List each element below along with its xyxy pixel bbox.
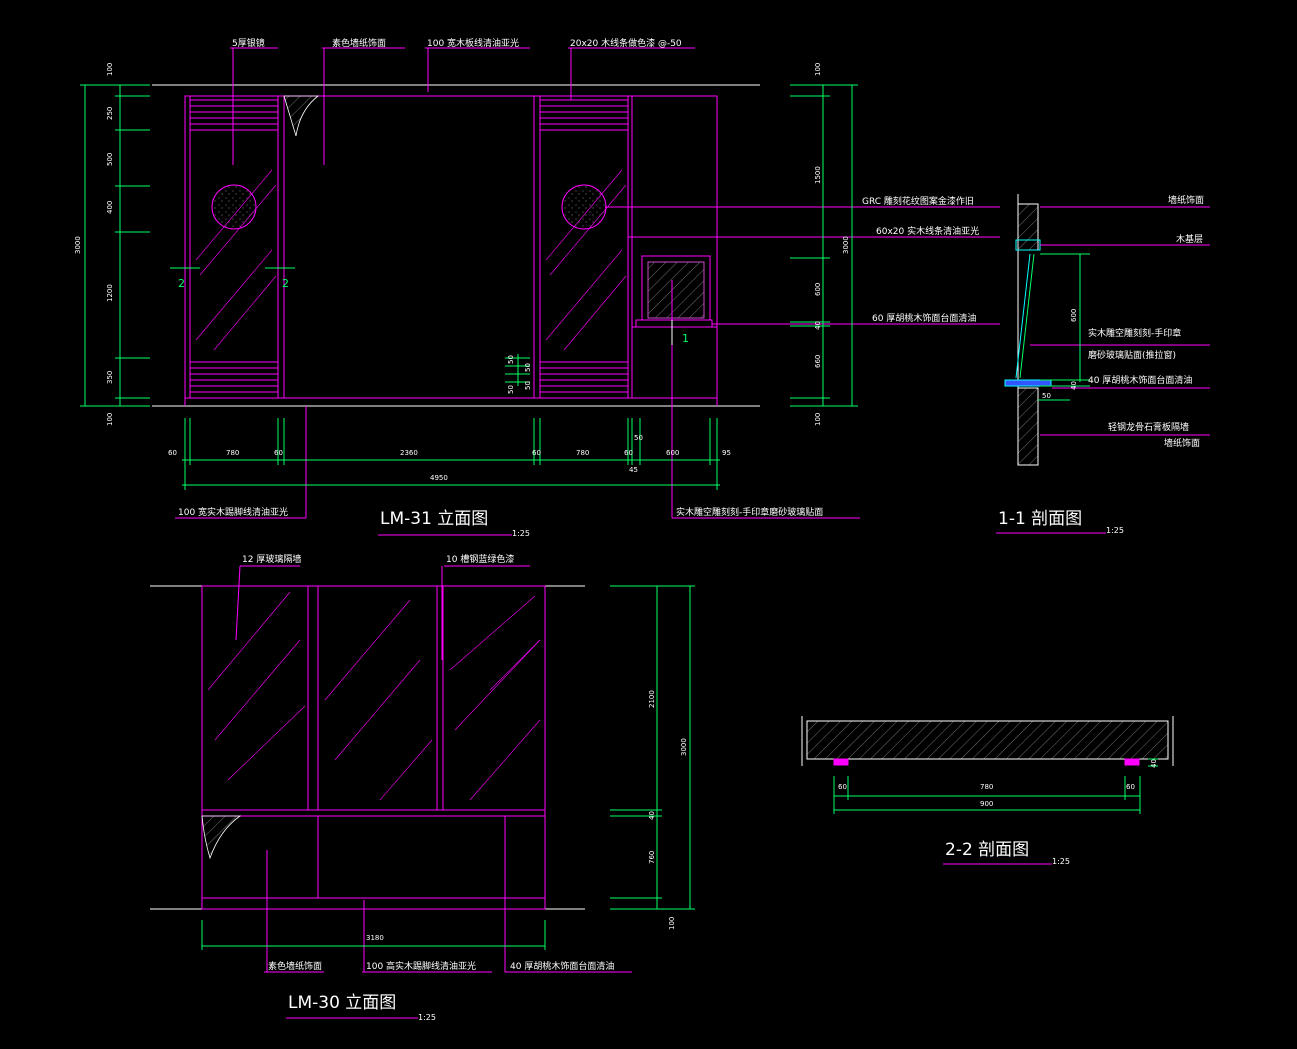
- section-mark-2-left: 2: [178, 277, 185, 290]
- s22-dim-60-right: 60: [1126, 783, 1135, 791]
- dim-bottom-45: 45: [629, 466, 638, 474]
- label-silver-mirror: 5厚银镜: [232, 37, 265, 49]
- dim-right-660: 660: [814, 355, 822, 368]
- lm31-title: LM-31 立面图: [380, 509, 488, 529]
- dim-small-50-d: 50: [524, 381, 532, 390]
- lm30-label-channel-steel: 10 槽钢蓝绿色漆: [446, 553, 514, 565]
- lm31-elevation: 5厚银镜 素色墙纸饰面 100 宽木板线清油亚光 20x20 木线条做色漆 @-…: [74, 37, 1000, 538]
- s22-scale: 1:25: [1052, 857, 1070, 866]
- lm30-dim-bottom-total: 3180: [366, 934, 384, 942]
- dim-left-250: 250: [106, 107, 114, 120]
- dim-right-1500: 1500: [814, 166, 822, 184]
- section-mark-2-right: 2: [282, 277, 289, 290]
- section-2-2: 60 780 60 900 40 2-2 剖面图 1:25: [801, 716, 1174, 866]
- dim-right-total: 3000: [842, 236, 850, 254]
- label-wood-line: 60x20 实木线条清油亚光: [876, 225, 979, 237]
- dim-left-total: 3000: [74, 236, 82, 254]
- dim-bottom-95: 95: [722, 449, 731, 457]
- s11-label-walnut: 40 厚胡桃木饰面台面清油: [1088, 374, 1192, 386]
- dim-left-1200: 1200: [106, 284, 114, 302]
- dim-bottom-60-d: 60: [624, 449, 633, 457]
- dim-left-500: 500: [106, 153, 114, 166]
- lm30-scale: 1:25: [418, 1013, 436, 1022]
- lm30-dim-2100: 2100: [648, 690, 656, 708]
- label-skirting: 100 宽实木踢脚线清油亚光: [178, 506, 288, 518]
- label-wood-trim: 100 宽木板线清油亚光: [427, 37, 519, 49]
- lm30-title: LM-30 立面图: [288, 993, 396, 1013]
- s22-dim-780: 780: [980, 783, 993, 791]
- lm30-dim-760: 760: [648, 851, 656, 864]
- s11-label-wallpaper: 墙纸饰面: [1168, 194, 1204, 206]
- lm30-label-skirting: 100 高实木踢脚线清油亚光: [366, 960, 476, 972]
- s11-dim-600: 600: [1070, 309, 1078, 322]
- dim-bottom-780-a: 780: [226, 449, 239, 457]
- section-mark-1: 1: [682, 332, 689, 345]
- dim-left-400: 400: [106, 201, 114, 214]
- lm30-dim-total: 3000: [680, 738, 688, 756]
- dim-small-50-b: 50: [507, 385, 515, 394]
- s22-title: 2-2 剖面图: [945, 840, 1029, 860]
- s11-label-carving: 实木雕空雕刻刻-手印章: [1088, 327, 1181, 339]
- s22-dim-total: 900: [980, 800, 993, 808]
- lm30-label-wallpaper: 素色墙纸饰面: [268, 960, 322, 972]
- s11-dim-40: 40: [1070, 381, 1078, 390]
- dim-bottom-600: 600: [666, 449, 679, 457]
- lm30-elevation: 12 厚玻璃隔墙 10 槽钢蓝绿色漆 素色墙纸饰面 100 高实木踢脚线清油亚光…: [150, 553, 695, 1022]
- s11-label-gypsum-wall: 轻钢龙骨石膏板隔墙: [1108, 421, 1189, 433]
- dim-small-50-c: 50: [524, 363, 532, 372]
- label-wallpaper: 素色墙纸饰面: [332, 37, 386, 49]
- s22-dim-side: 40: [1150, 759, 1158, 768]
- dim-left-350: 350: [106, 371, 114, 384]
- dim-small-50-a: 50: [507, 355, 515, 364]
- section-1-1: 墙纸饰面 木基层 实木雕空雕刻刻-手印章 磨砂玻璃贴面(推拉窗) 40 厚胡桃木…: [996, 194, 1210, 535]
- lm30-label-glass-wall: 12 厚玻璃隔墙: [242, 553, 301, 565]
- lm30-dim-100: 100: [668, 917, 676, 930]
- s11-label-frosted-glass: 磨砂玻璃贴面(推拉窗): [1088, 349, 1176, 361]
- s11-label-wood-base: 木基层: [1176, 233, 1203, 245]
- lm31-scale: 1:25: [512, 529, 530, 538]
- dim-bottom-60-a: 60: [168, 449, 177, 457]
- s11-scale: 1:25: [1106, 526, 1124, 535]
- dim-right-100-top: 100: [814, 63, 822, 76]
- dim-left-100-bottom: 100: [106, 413, 114, 426]
- s11-dim-50: 50: [1042, 392, 1051, 400]
- s11-title: 1-1 剖面图: [998, 509, 1082, 529]
- s11-label-wallpaper-2: 墙纸饰面: [1164, 437, 1200, 449]
- dim-bottom-50: 50: [634, 434, 643, 442]
- label-wood-strip: 20x20 木线条做色漆 @-50: [570, 37, 682, 49]
- dim-right-40: 40: [814, 321, 822, 330]
- dim-bottom-780-b: 780: [576, 449, 589, 457]
- lm30-label-walnut: 40 厚胡桃木饰面台面清油: [510, 960, 614, 972]
- dim-bottom-60-c: 60: [532, 449, 541, 457]
- s22-dim-60-left: 60: [838, 783, 847, 791]
- dim-left-100-top: 100: [106, 63, 114, 76]
- dim-bottom-2360: 2360: [400, 449, 418, 457]
- dim-right-100-bottom: 100: [814, 413, 822, 426]
- label-grc-carving: GRC 雕刻花纹图案金漆作旧: [862, 195, 974, 207]
- label-carved-glass: 实木雕空雕刻刻-手印章磨砂玻璃贴面: [676, 506, 823, 518]
- lm30-dim-40: 40: [648, 811, 656, 820]
- dim-bottom-total: 4950: [430, 474, 448, 482]
- dim-bottom-60-b: 60: [274, 449, 283, 457]
- dim-right-600: 600: [814, 283, 822, 296]
- label-walnut-counter: 60 厚胡桃木饰面台面清油: [872, 312, 976, 324]
